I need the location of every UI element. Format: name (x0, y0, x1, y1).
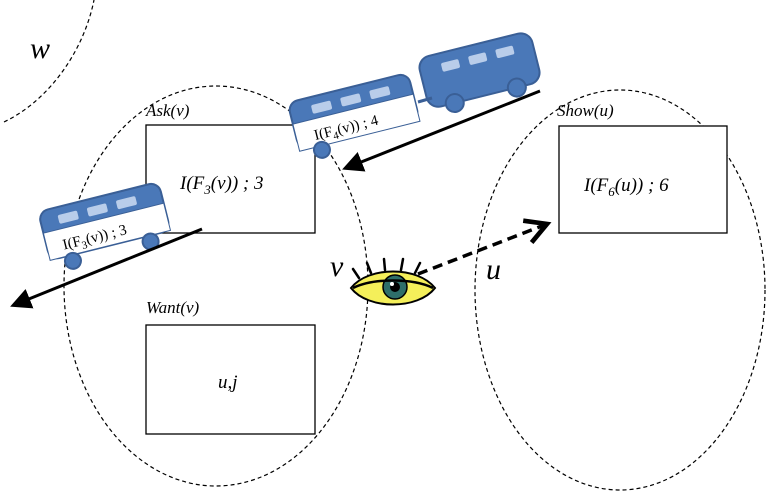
observation-arrow (417, 224, 547, 276)
show-box-content: I(F6(u)) ; 6 (583, 175, 669, 199)
want-box (145, 324, 316, 435)
ask-box (145, 124, 316, 234)
show-box-title: Show(u) (557, 101, 614, 120)
eye-icon (349, 257, 437, 306)
train-right-rear-car (418, 32, 541, 114)
train-left: I(F3(v)) ; 3 (39, 182, 172, 270)
want-box-content: u,j (218, 372, 238, 393)
train-right: I(F4(v)) ; 4 (288, 32, 541, 159)
train-right-front-car: I(F4(v)) ; 4 (288, 73, 421, 159)
ask-box-title: Ask(v) (145, 101, 190, 120)
region-w-boundary (3, 0, 95, 123)
want-box-title: Want(v) (146, 298, 200, 317)
train-right-track-arrow (342, 89, 541, 172)
show-box (558, 125, 728, 234)
node-w-label: w (30, 32, 50, 65)
ask-box-content: I(F3(v)) ; 3 (179, 173, 264, 197)
train-right-coupling (417, 96, 433, 104)
train-left-track-arrow (10, 227, 203, 309)
node-v-label: v (330, 250, 344, 283)
node-u-label: u (486, 253, 501, 286)
region-u-boundary (474, 89, 766, 491)
